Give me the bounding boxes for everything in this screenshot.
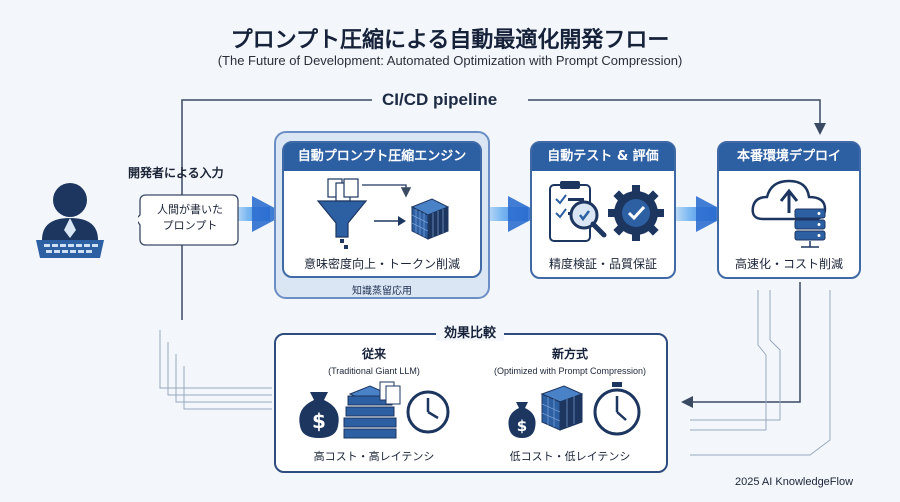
deploy-header: 本番環境デプロイ bbox=[719, 143, 859, 171]
page-title: プロンプト圧縮による自動最適化開発フロー bbox=[230, 28, 670, 53]
page-subtitle: (The Future of Development: Automated Op… bbox=[217, 53, 683, 68]
prompt-bubble bbox=[138, 194, 239, 246]
engine-card: 自動プロンプト圧縮エンジン 意味密度向上・トークン削減 bbox=[282, 141, 482, 278]
traditional-title: 従来 bbox=[361, 347, 386, 361]
footer-credit: 2025 AI KnowledgeFlow bbox=[735, 476, 854, 488]
traditional-caption: 高コスト・高レイテンシ bbox=[313, 450, 435, 463]
optimized-title: 新方式 bbox=[551, 347, 588, 361]
svg-text:$: $ bbox=[312, 409, 326, 433]
magnifier-icon bbox=[569, 200, 607, 238]
pipeline-label: CI/CD pipeline bbox=[372, 90, 508, 110]
prompt-bubble-line2: プロンプト bbox=[162, 219, 218, 232]
optimized-caption: 低コスト・低レイテンシ bbox=[509, 450, 631, 463]
traditional-subtitle: (Traditional Giant LLM) bbox=[328, 366, 420, 376]
traditional-illustration: $ bbox=[299, 381, 450, 439]
prompt-bubble-line1: 人間が書いた bbox=[157, 203, 223, 216]
optimized-column: 新方式 (Optimized with Prompt Compression) bbox=[478, 345, 662, 376]
engine-caption: 意味密度向上・トークン削減 bbox=[303, 257, 460, 271]
testing-header: 自動テスト & 評価 bbox=[532, 143, 674, 171]
cloud-server-illustration bbox=[751, 179, 827, 248]
testing-caption: 精度検証・品質保証 bbox=[548, 257, 657, 271]
stacked-servers-icon bbox=[343, 381, 401, 439]
input-heading: 開発者による入力 bbox=[128, 166, 224, 180]
small-cube-icon bbox=[540, 385, 584, 431]
comparison-heading: 効果比較 bbox=[436, 322, 505, 341]
compression-illustration bbox=[316, 178, 450, 249]
money-bag-icon: $ bbox=[299, 392, 339, 438]
cube-icon bbox=[410, 198, 450, 240]
small-money-bag-icon: $ bbox=[508, 402, 536, 438]
testing-illustration bbox=[549, 181, 664, 242]
server-icon bbox=[794, 208, 826, 248]
engine-footer: 知識蒸留応用 bbox=[352, 286, 412, 297]
engine-header: 自動プロンプト圧縮エンジン bbox=[284, 143, 480, 171]
developer-icon bbox=[36, 183, 104, 258]
optimized-illustration: $ bbox=[508, 382, 641, 438]
prompt-bubble-text: 人間が書いた プロンプト bbox=[140, 202, 240, 234]
flow-arrow-3 bbox=[664, 196, 730, 232]
optimized-subtitle: (Optimized with Prompt Compression) bbox=[493, 366, 647, 376]
svg-text:$: $ bbox=[517, 417, 527, 435]
gear-check-icon bbox=[608, 185, 664, 241]
deploy-caption: 高速化・コスト削減 bbox=[734, 257, 843, 271]
stopwatch-icon bbox=[593, 382, 641, 436]
traditional-column: 従来 (Traditional Giant LLM) bbox=[284, 345, 464, 376]
clock-icon bbox=[406, 390, 450, 434]
deploy-card: 本番環境デプロイ 高速化・コスト削減 bbox=[717, 141, 861, 279]
funnel-icon bbox=[316, 200, 368, 238]
testing-card: 自動テスト & 評価 精度検証・品質保証 bbox=[530, 141, 676, 279]
